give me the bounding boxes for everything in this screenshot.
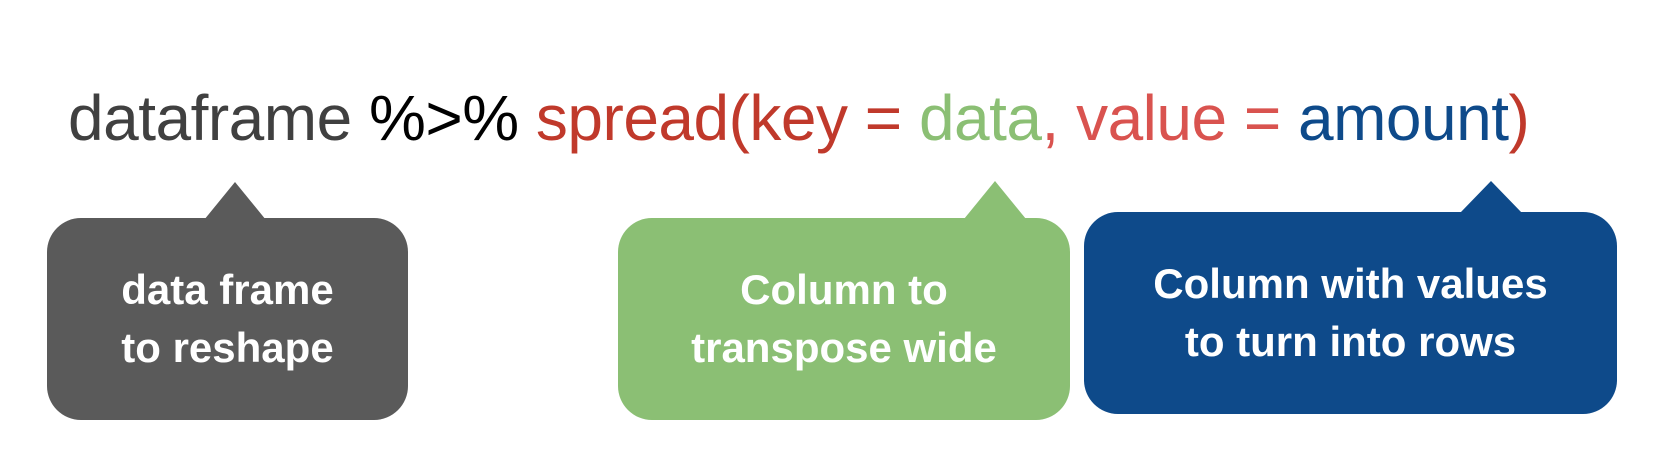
- callout-value-line1: Column with values: [1153, 260, 1548, 307]
- callout-value-line2: to turn into rows: [1184, 318, 1517, 365]
- callout-dataframe-pointer: [204, 182, 266, 220]
- callout-value-pointer: [1460, 181, 1522, 213]
- code-value-amount: amount: [1298, 82, 1509, 154]
- code-pipe-operator: %>%: [368, 82, 536, 154]
- code-spread-key: spread(key =: [535, 82, 919, 154]
- code-close-paren: ): [1508, 82, 1530, 154]
- callout-dataframe-line2: to reshape: [121, 324, 334, 371]
- code-expression: dataframe %>% spread(key = data, value =…: [68, 78, 1530, 158]
- callout-dataframe-line1: data frame: [121, 266, 334, 313]
- code-value-arg: , value =: [1041, 82, 1298, 154]
- code-key-data: data: [918, 82, 1042, 154]
- callout-value: Column with values to turn into rows: [1084, 212, 1617, 414]
- callout-dataframe: data frame to reshape: [47, 218, 408, 420]
- callout-key-pointer: [964, 181, 1026, 219]
- callout-key-line1: Column to: [740, 266, 948, 313]
- callout-key: Column to transpose wide: [618, 218, 1070, 420]
- callout-key-line2: transpose wide: [691, 324, 997, 371]
- code-dataframe: dataframe: [68, 82, 369, 154]
